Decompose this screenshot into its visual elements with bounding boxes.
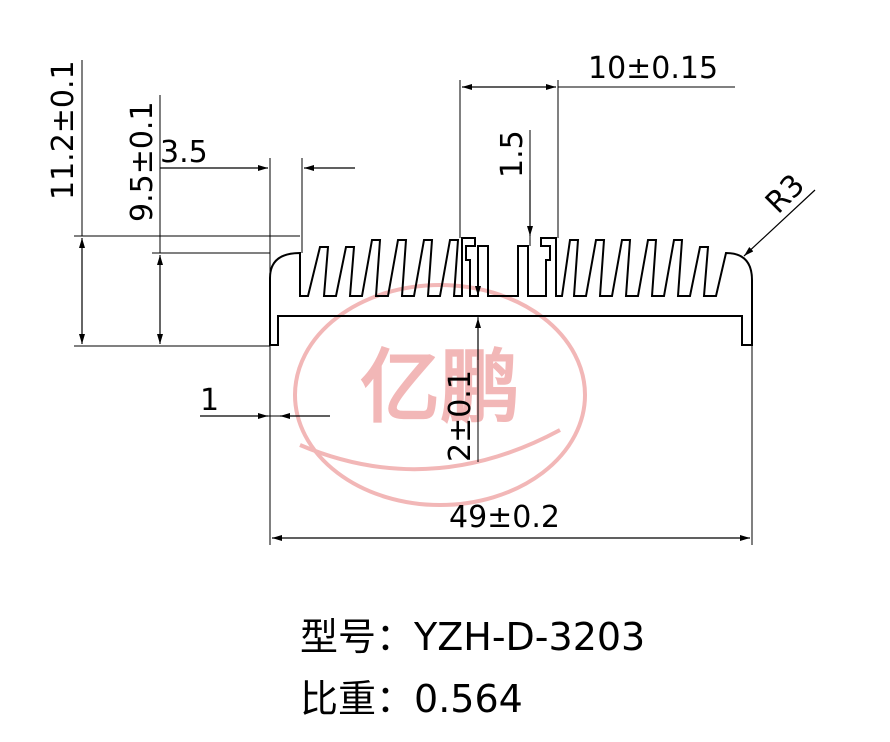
- extension-lines: [74, 60, 753, 545]
- dim-height-total: 11.2±0.1: [46, 60, 81, 200]
- model-caption: 型号：YZH-D-3203: [300, 606, 645, 661]
- dimension-arrows: [79, 84, 816, 541]
- dim-radius: R3: [759, 168, 812, 221]
- model-label: 型号：: [300, 615, 415, 659]
- dim-slot-width: 10±0.15: [588, 51, 718, 86]
- weight-value: 0.564: [414, 677, 523, 721]
- dim-height-base: 9.5±0.1: [125, 101, 160, 222]
- dim-width-total: 49±0.2: [449, 500, 560, 535]
- watermark: 亿鹏: [293, 283, 587, 507]
- heatsink-profile-outline: [269, 237, 753, 346]
- watermark-text: 亿鹏: [360, 341, 520, 434]
- dim-fin-pitch: 3.5: [160, 135, 208, 170]
- model-value: YZH-D-3203: [414, 615, 646, 659]
- weight-caption: 比重：0.564: [300, 668, 523, 723]
- weight-label: 比重：: [300, 677, 415, 721]
- dim-base-thickness: 2±0.1: [443, 370, 478, 462]
- dim-slot-depth: 1.5: [495, 130, 530, 178]
- dim-wall: 1: [200, 383, 219, 418]
